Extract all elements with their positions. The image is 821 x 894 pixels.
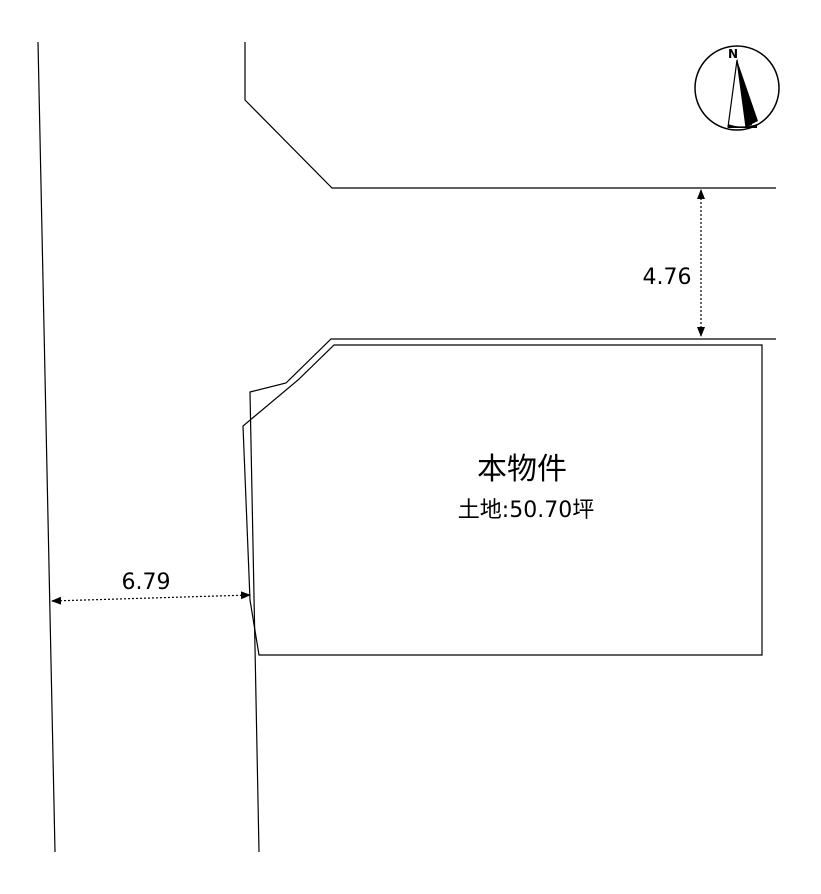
west-road-width-label: 6.79	[122, 570, 171, 595]
north-road-upper-boundary	[244, 42, 776, 189]
property-title: 本物件	[477, 452, 567, 487]
west-road-outer-boundary	[37, 41, 56, 853]
property-lot-outline	[242, 344, 763, 656]
west-road-inner-boundary	[249, 338, 776, 853]
north-arrow-compass-icon: N	[694, 45, 780, 131]
north-road-width-label-bg	[640, 260, 692, 290]
north-label: N	[728, 47, 738, 61]
west-road-width-dimension-line	[51, 591, 251, 605]
property-land-area: 土地:50.70坪	[458, 498, 594, 523]
north-road-width-label: 4.76	[643, 265, 692, 290]
